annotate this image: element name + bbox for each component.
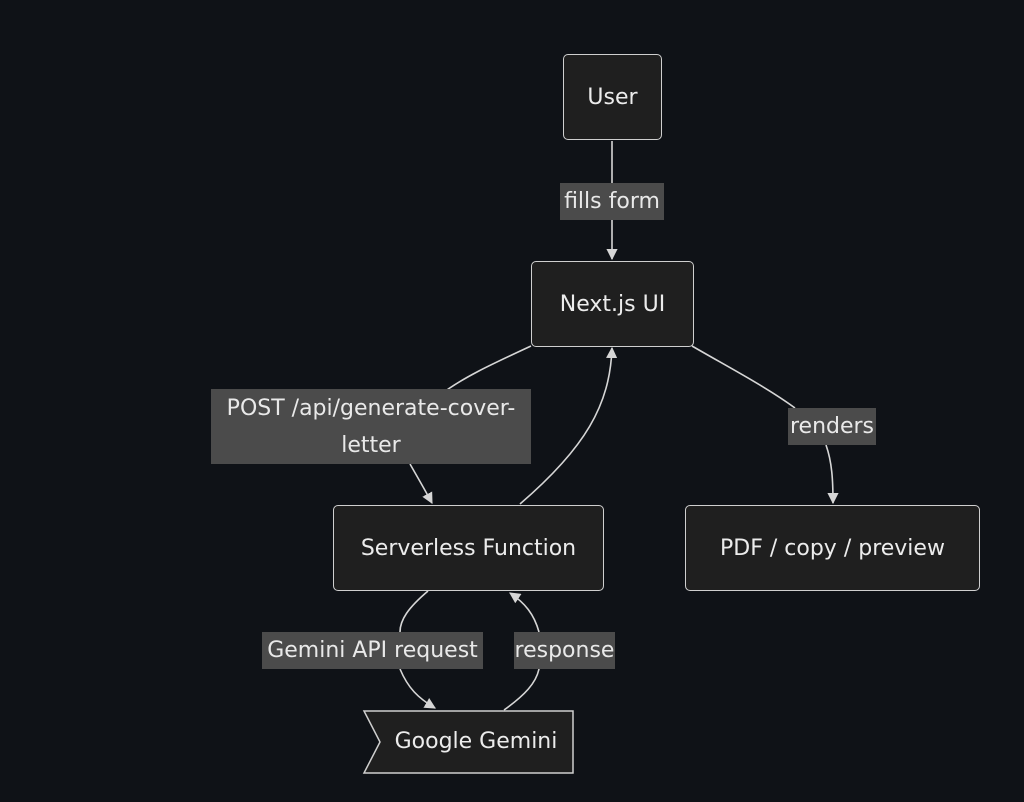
gemini-node-shape bbox=[362, 710, 574, 774]
edge-gemini-to-serverless bbox=[504, 593, 540, 711]
edge-serverless-to-gemini bbox=[399, 590, 435, 708]
node-serverless-function-label: Serverless Function bbox=[360, 535, 577, 561]
edge-label-post-endpoint: POST /api/generate-cover- letter bbox=[211, 389, 531, 464]
node-pdf-copy-preview-label: PDF / copy / preview bbox=[720, 535, 945, 561]
node-serverless-function: Serverless Function bbox=[333, 505, 604, 591]
edge-label-gemini-request: Gemini API request bbox=[262, 632, 483, 669]
edge-label-renders: renders bbox=[788, 408, 876, 445]
edge-label-post-line2: letter bbox=[341, 433, 401, 458]
node-pdf-copy-preview: PDF / copy / preview bbox=[685, 505, 980, 591]
node-nextjs-ui: Next.js UI bbox=[531, 261, 694, 347]
node-user-label: User bbox=[587, 84, 638, 110]
node-nextjs-ui-label: Next.js UI bbox=[559, 291, 666, 317]
node-google-gemini-label: Google Gemini bbox=[394, 729, 558, 754]
edge-label-post-line1: POST /api/generate-cover- bbox=[226, 396, 516, 421]
edge-nextjs-to-pdf bbox=[691, 345, 833, 503]
edge-label-fills-form: fills form bbox=[560, 183, 664, 220]
edge-serverless-to-nextjs bbox=[519, 346, 618, 505]
edge-label-response: response bbox=[514, 632, 615, 669]
node-user: User bbox=[563, 54, 662, 140]
